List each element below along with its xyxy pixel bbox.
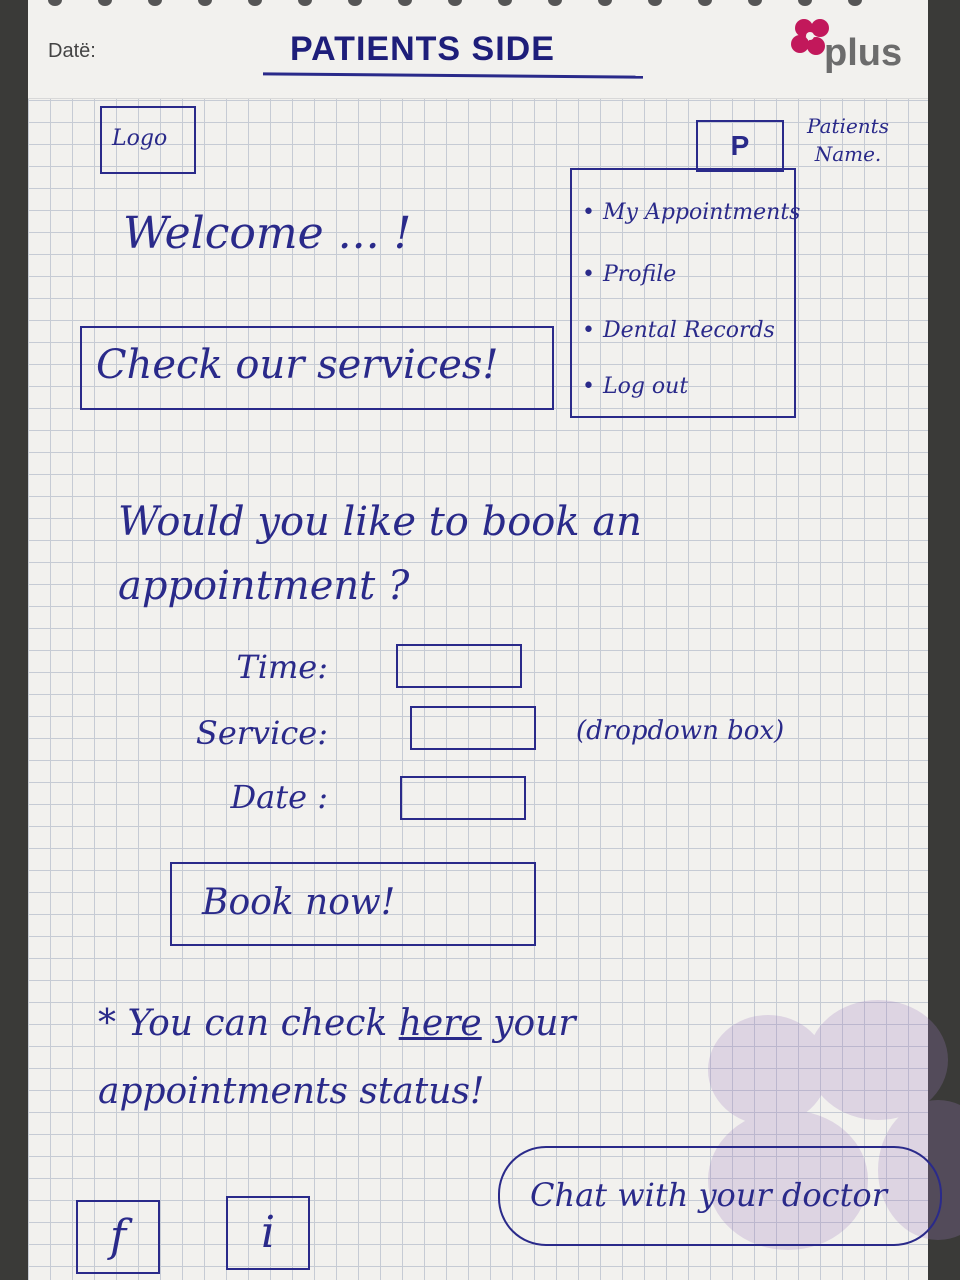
chat-with-doctor-button[interactable]: Chat with your doctor — [498, 1146, 942, 1246]
patient-name: Patients Name. — [807, 114, 889, 166]
chat-label: Chat with your doctor — [530, 1176, 887, 1214]
book-now-label: Book now! — [202, 882, 396, 923]
booking-question: Would you like to book an appointment ? — [118, 499, 642, 609]
instagram-button[interactable]: i — [226, 1196, 310, 1270]
menu-item-log-out[interactable]: Log out — [582, 374, 688, 399]
menu-item-dental-records[interactable]: Dental Records — [582, 318, 775, 343]
menu-item-profile[interactable]: Profile — [582, 262, 676, 287]
page-header: Datë: PATIENTS SIDE plus — [28, 0, 928, 99]
status-note-prefix: * You can check — [98, 1003, 399, 1044]
time-label: Time: — [236, 648, 328, 686]
appointment-status-note: * You can check here your appointments s… — [98, 990, 818, 1126]
app-logo[interactable]: Logo — [100, 106, 196, 174]
book-now-button[interactable]: Book now! — [170, 862, 536, 946]
status-note-suffix: your appointments status! — [98, 1003, 576, 1112]
check-services-label: Check our services! — [96, 342, 499, 388]
sketch-paper: Datë: PATIENTS SIDE plus Logo P Patients… — [28, 0, 960, 1280]
welcome-heading: Welcome ... ! — [123, 208, 412, 259]
menu-item-my-appointments[interactable]: My Appointments — [582, 200, 800, 225]
check-services-button[interactable]: Check our services! — [80, 326, 554, 410]
page-title: PATIENTS SIDE — [290, 30, 555, 68]
logo-label: Logo — [112, 126, 168, 151]
facebook-button[interactable]: f — [76, 1200, 160, 1274]
service-label: Service: — [195, 714, 328, 752]
profile-avatar-button[interactable]: P — [696, 120, 784, 172]
facebook-icon: f — [109, 1211, 127, 1262]
profile-menu: My Appointments Profile Dental Records L… — [570, 168, 800, 418]
time-input[interactable] — [396, 644, 522, 688]
date-label: Date : — [230, 778, 328, 816]
instagram-icon: i — [260, 1207, 276, 1258]
service-dropdown[interactable] — [410, 706, 536, 750]
dropdown-note: (dropdown box) — [576, 716, 785, 746]
date-input[interactable] — [400, 776, 526, 820]
brand-name: plus — [824, 32, 903, 74]
status-here-link[interactable]: here — [398, 1003, 482, 1044]
avatar-initial: P — [730, 130, 750, 161]
date-label: Datë: — [48, 40, 96, 62]
brand-flower-icon — [791, 19, 829, 55]
title-underline — [262, 72, 644, 79]
